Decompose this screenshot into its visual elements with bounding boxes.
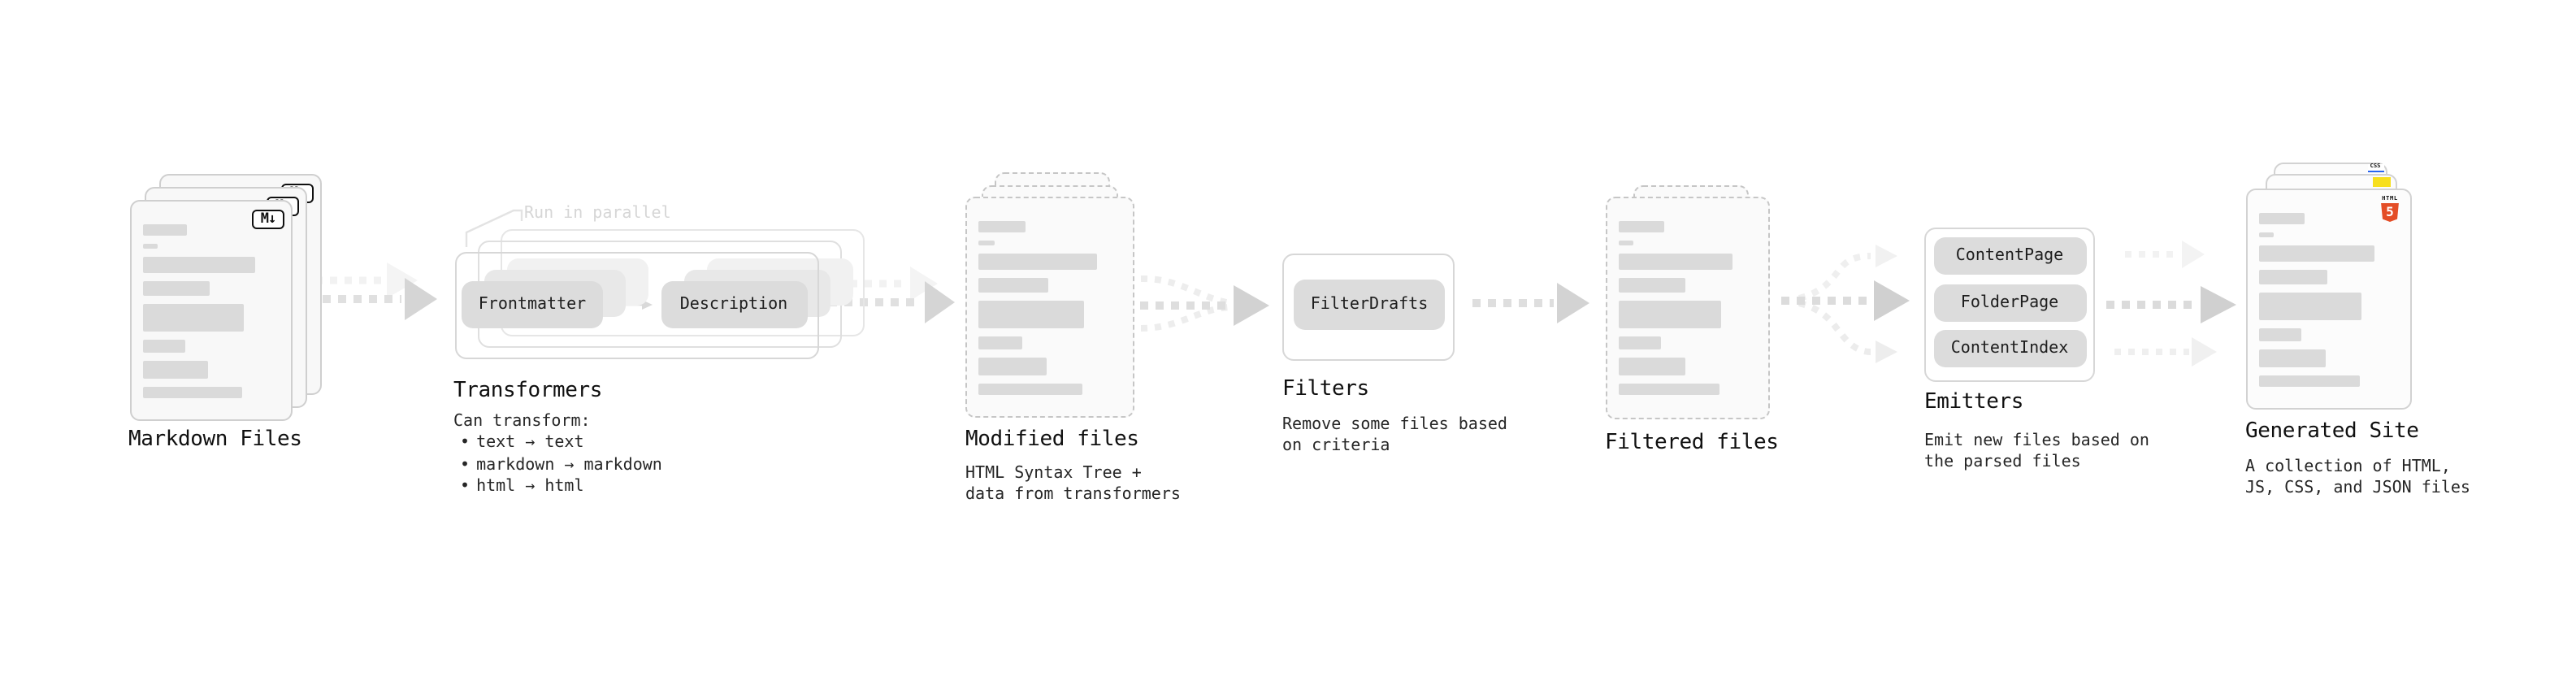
filters-subtitle: Remove some files based on criteria (1282, 414, 1507, 458)
modified-file-card-front (965, 197, 1134, 417)
subtitle-line: A collection of HTML, (2245, 458, 2451, 475)
placeholder-bar (142, 280, 210, 295)
placeholder-bar (142, 223, 188, 235)
transform-bullet-item: •markdown → markdown (460, 456, 662, 475)
contentindex-pill: ContentIndex (1933, 330, 2086, 367)
arrow-markdown-to-transformers (307, 262, 437, 320)
transformer-run-box-front (455, 252, 818, 358)
placeholder-bar (978, 358, 1047, 375)
document-placeholder-lines (142, 223, 279, 406)
can-transform-heading: Can transform: (453, 413, 591, 431)
placeholder-bar (978, 278, 1048, 293)
filterdrafts-pill: FilterDrafts (1294, 279, 1445, 329)
placeholder-bar (142, 303, 244, 331)
placeholder-bar (2258, 328, 2302, 341)
placeholder-bar (142, 360, 208, 378)
modified-files-subtitle: HTML Syntax Tree + data from transformer… (965, 463, 1181, 506)
placeholder-bar (978, 336, 1023, 349)
filters-title: Filters (1282, 376, 1369, 401)
generated-site-subtitle: A collection of HTML, JS, CSS, and JSON … (2245, 456, 2470, 499)
subtitle-line: Emit new files based on (1924, 432, 2149, 450)
document-placeholder-lines (1618, 221, 1757, 403)
transform-bullet-item: •text → text (460, 434, 584, 453)
markdown-icon: M↓ (252, 209, 284, 228)
run-in-parallel-annotation: Run in parallel (524, 205, 671, 223)
generated-site-label: Generated Site (2245, 419, 2419, 443)
placeholder-bar (1618, 221, 1664, 232)
filtered-file-card-front (1605, 197, 1770, 419)
description-pill: Description (661, 280, 807, 327)
document-placeholder-lines (2258, 213, 2398, 395)
markdown-file-card-front: M↓ (129, 199, 292, 420)
placeholder-bar (142, 256, 256, 272)
transform-bullet-item: •html → html (460, 477, 584, 496)
arrow-modified-to-filters (1140, 275, 1269, 332)
placeholder-bar (978, 254, 1097, 270)
html5-wordmark: HTML (2382, 195, 2398, 202)
placeholder-bar (1618, 254, 1733, 270)
placeholder-bar (2258, 349, 2326, 367)
html5-icon: HTML 5 (2379, 195, 2401, 222)
contentpage-pill: ContentPage (1933, 237, 2086, 275)
filters-box (1282, 254, 1455, 360)
arrow-filtered-to-emitters (1781, 245, 1910, 363)
document-placeholder-lines (978, 221, 1121, 403)
placeholder-bar (1618, 301, 1721, 328)
run-in-parallel-bracket (465, 209, 523, 247)
emitters-box (1924, 228, 2095, 382)
placeholder-bar (1618, 278, 1686, 293)
modified-files-label: Modified files (965, 427, 1139, 451)
js-badge (2373, 177, 2391, 187)
subtitle-line: on criteria (1282, 437, 1390, 456)
placeholder-bar (978, 384, 1082, 395)
markdown-files-label: Markdown Files (128, 427, 302, 452)
filtered-files-label: Filtered files (1605, 430, 1779, 454)
placeholder-bar (1618, 336, 1661, 349)
subtitle-line: JS, CSS, and JSON files (2245, 479, 2470, 497)
emitters-subtitle: Emit new files based on the parsed files (1924, 431, 2149, 474)
placeholder-bar (2258, 232, 2274, 237)
placeholder-bar (978, 301, 1084, 328)
placeholder-bar (142, 386, 242, 397)
placeholder-bar (978, 241, 995, 245)
placeholder-bar (1618, 384, 1720, 395)
subtitle-line: data from transformers (965, 486, 1181, 505)
site-card-html: HTML 5 (2245, 189, 2411, 409)
frontmatter-pill: Frontmatter (462, 280, 603, 327)
folderpage-pill: FolderPage (1933, 284, 2086, 321)
placeholder-bar (2258, 270, 2327, 284)
arrow-filters-to-filtered (1472, 283, 1589, 323)
placeholder-bar (2258, 213, 2305, 224)
placeholder-bar (1618, 241, 1633, 245)
placeholder-bar (2258, 245, 2374, 262)
emitters-title: Emitters (1924, 390, 2024, 414)
placeholder-bar (2258, 375, 2361, 387)
subtitle-line: Remove some files based (1282, 416, 1507, 434)
transformers-title: Transformers (453, 378, 603, 402)
placeholder-bar (1618, 358, 1685, 375)
css-badge: CSS (2367, 163, 2383, 172)
subtitle-line: HTML Syntax Tree + (965, 465, 1142, 483)
html5-shield: 5 (2381, 202, 2399, 222)
arrow-emitters-to-site (2106, 241, 2236, 367)
transformers-description: Can transform: •text → text •markdown → … (453, 411, 662, 497)
subtitle-line: the parsed files (1924, 453, 2081, 472)
placeholder-bar (142, 339, 185, 352)
placeholder-bar (142, 243, 158, 248)
placeholder-bar (2258, 293, 2362, 320)
placeholder-bar (978, 221, 1026, 232)
